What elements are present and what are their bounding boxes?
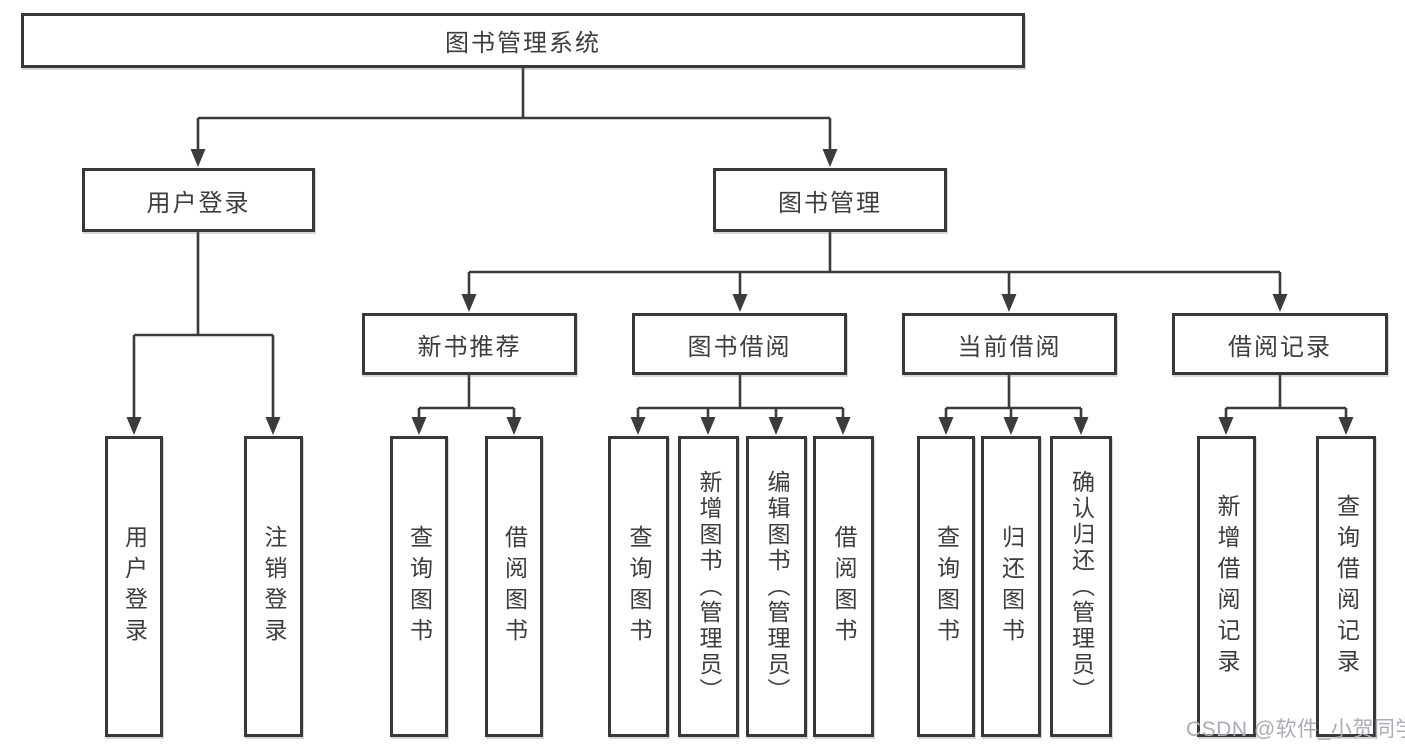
leaf-bb-query-books: 查询图书 bbox=[608, 436, 669, 737]
leaf-bb-edit-books-admin: 编辑图书（管理员） bbox=[746, 436, 807, 737]
leaf-rcd-add-record: 新增借阅记录 bbox=[1197, 436, 1256, 737]
leaf-user-login: 用户登录 bbox=[105, 436, 163, 737]
node-book-borrow: 图书借阅 bbox=[632, 313, 847, 375]
leaf-cur-return-books: 归还图书 bbox=[981, 436, 1041, 737]
arrowheads bbox=[126, 149, 1354, 435]
node-new-book-recommend: 新书推荐 bbox=[362, 313, 577, 375]
leaf-cur-query-books: 查询图书 bbox=[917, 436, 975, 737]
node-root: 图书管理系统 bbox=[21, 13, 1025, 68]
leaf-bb-borrow-books: 借阅图书 bbox=[813, 436, 874, 737]
leaf-rec-borrow-books: 借阅图书 bbox=[485, 436, 543, 737]
leaf-cur-confirm-return-admin: 确认归还（管理员） bbox=[1050, 436, 1112, 737]
leaf-rcd-query-record: 查询借阅记录 bbox=[1316, 436, 1376, 737]
node-borrow-records: 借阅记录 bbox=[1172, 313, 1388, 375]
watermark: CSDN @软件_小贺同学 bbox=[1186, 718, 1405, 741]
node-book-management: 图书管理 bbox=[713, 168, 947, 232]
node-user-login: 用户登录 bbox=[82, 168, 315, 232]
leaf-bb-add-books-admin: 新增图书（管理员） bbox=[678, 436, 739, 737]
leaf-rec-query-books: 查询图书 bbox=[390, 436, 448, 737]
node-current-borrow: 当前借阅 bbox=[902, 313, 1117, 375]
leaf-logout: 注销登录 bbox=[244, 436, 303, 737]
